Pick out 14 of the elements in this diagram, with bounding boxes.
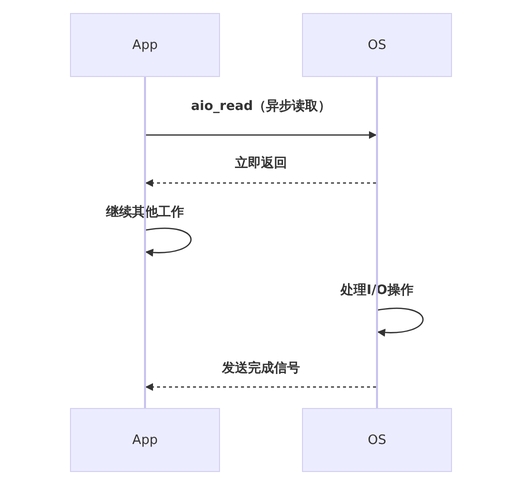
self-arrow [145, 228, 192, 256]
participant-box: OS [302, 13, 452, 77]
message-arrow [146, 131, 377, 139]
message-arrow [145, 179, 376, 187]
edge-label: 立即返回 [233, 156, 289, 172]
participant-box: App [70, 408, 220, 472]
participant-box: OS [302, 408, 452, 472]
lifeline [144, 77, 146, 408]
self-arrow [377, 308, 424, 336]
message-arrow [145, 383, 376, 391]
lifeline [376, 77, 378, 408]
edge-label: 发送完成信号 [220, 361, 302, 377]
edge-label: 继续其他工作 [104, 205, 186, 221]
participant-box: App [70, 13, 220, 77]
